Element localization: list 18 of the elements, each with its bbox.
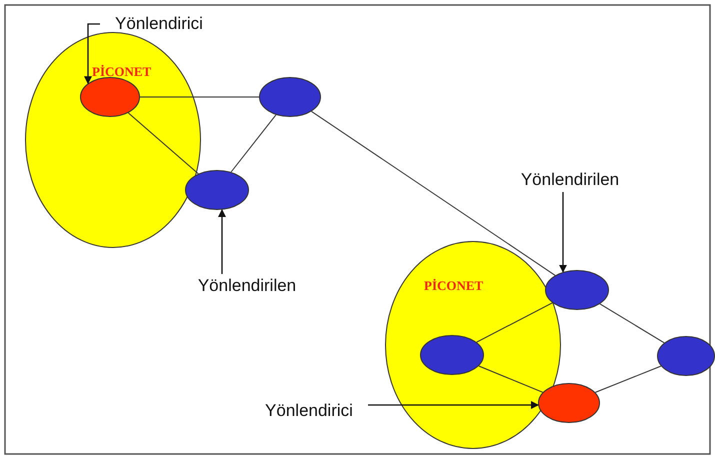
node-label: Yönlendirilen	[520, 169, 620, 191]
link-line	[128, 112, 199, 174]
node-label: Yönlendirilen	[196, 275, 298, 297]
leader-arrow	[368, 401, 539, 409]
link-line	[311, 110, 556, 276]
link-line	[594, 366, 662, 393]
piconet-label: PİCONET	[424, 278, 484, 294]
node-label: Yönlendirici	[264, 400, 354, 422]
link-line	[600, 303, 665, 344]
link-line	[478, 366, 544, 393]
link-line	[476, 302, 553, 343]
leader-arrow	[84, 23, 100, 84]
piconet-label: PİCONET	[92, 64, 152, 80]
leader-arrow	[218, 209, 226, 274]
link-line	[230, 114, 276, 172]
node-label: Yönlendirici	[114, 13, 204, 35]
link-line	[140, 96, 260, 98]
leader-arrow	[559, 192, 567, 273]
